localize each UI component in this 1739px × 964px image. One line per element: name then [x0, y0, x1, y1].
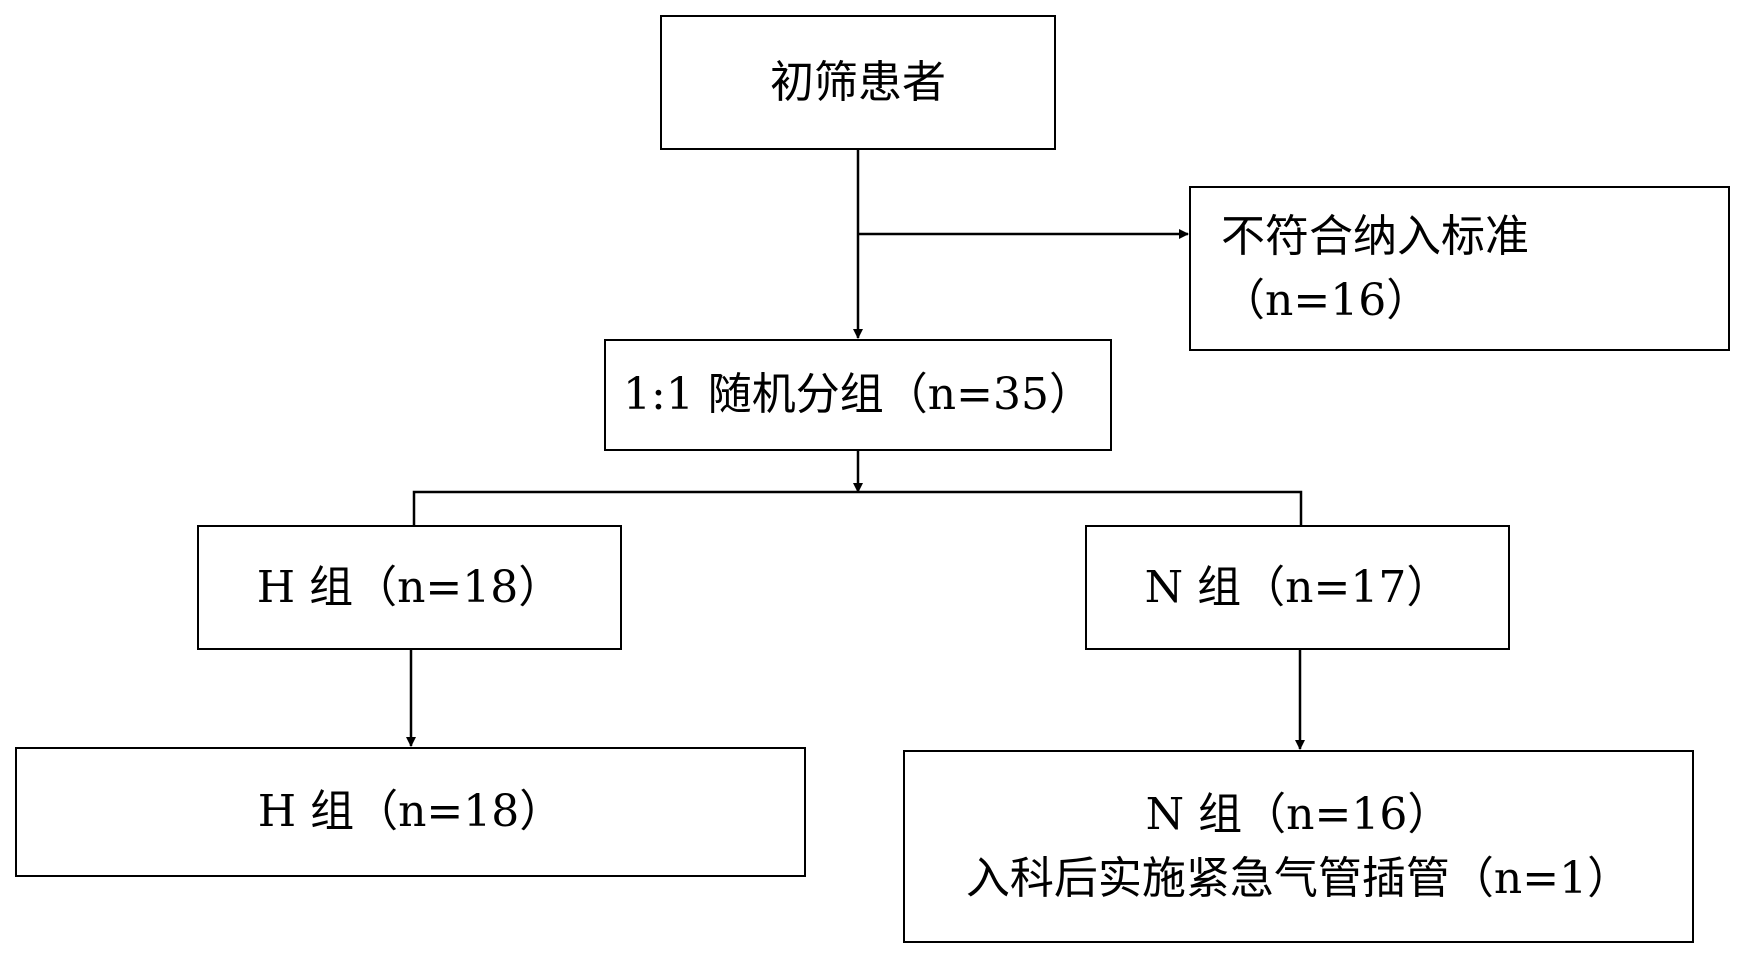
group-n-label: N 组（n=17） — [1144, 561, 1451, 613]
randomized-label: 1:1 随机分组（n=35） — [623, 369, 1093, 421]
group-h-label: H 组（n=18） — [256, 561, 563, 613]
final-n-intubation-note: 入科后实施紧急气管插管（n=1） — [965, 852, 1632, 904]
final-h-box: H 组（n=18） — [15, 747, 806, 877]
split-bracket — [412, 490, 1303, 526]
excluded-box: 不符合纳入标准 （n=16） — [1189, 186, 1730, 351]
excluded-label: 不符合纳入标准 — [1221, 210, 1529, 262]
screened-label: 初筛患者 — [770, 56, 946, 108]
final-n-label: N 组（n=16） — [1145, 788, 1452, 840]
group-n-box: N 组（n=17） — [1085, 525, 1510, 650]
final-h-label: H 组（n=18） — [257, 786, 564, 838]
excluded-count: （n=16） — [1221, 274, 1431, 326]
final-n-box: N 组（n=16） 入科后实施紧急气管插管（n=1） — [903, 750, 1694, 943]
group-h-box: H 组（n=18） — [197, 525, 622, 650]
screened-box: 初筛患者 — [660, 15, 1056, 150]
randomized-box: 1:1 随机分组（n=35） — [604, 339, 1112, 451]
